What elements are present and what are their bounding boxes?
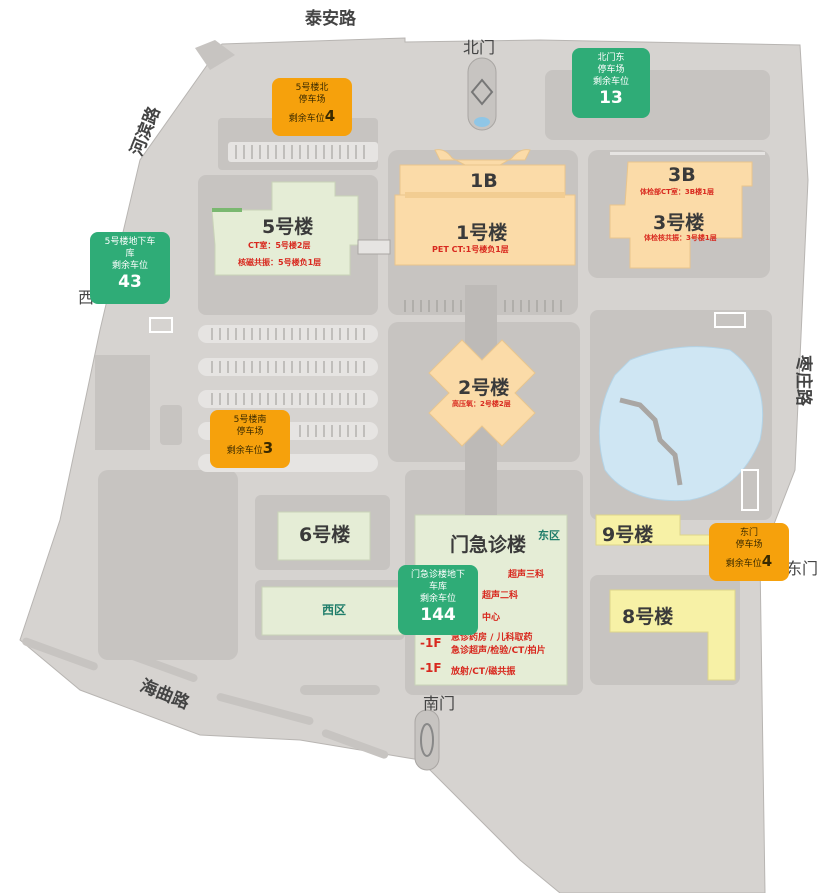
parking-card-title: 东门 xyxy=(739,528,758,538)
parking-remain-label: 剩余车位 xyxy=(419,594,456,604)
b5-note-mri: 核磁共振：5号楼负1层 xyxy=(238,258,322,267)
parking-count: 13 xyxy=(599,88,623,108)
b3-shape xyxy=(609,161,753,269)
parking-card-title: 5号楼地下车 xyxy=(104,237,156,247)
north-gate-oval xyxy=(467,57,497,131)
floor-label-5: -1F xyxy=(420,636,442,650)
gate-south: 南门 xyxy=(423,694,456,713)
parking-card-emergency[interactable]: 门急诊楼地下 车库 剩余车位 144 xyxy=(398,565,478,635)
parking-card-south5[interactable]: 5号楼南 停车场 剩余车位3 xyxy=(210,410,290,468)
parking-remain-label: 剩余车位 xyxy=(288,114,325,124)
floor-label-6: -1F xyxy=(420,661,442,675)
floor-item-5: 急诊超声/检验/CT/拍片 xyxy=(451,646,546,656)
gate-east: 东门 xyxy=(786,559,819,578)
b1-shape xyxy=(394,194,576,266)
b6-name: 6号楼 xyxy=(299,524,351,546)
parking-card-underground5[interactable]: 5号楼地下车 库 剩余车位 43 xyxy=(90,232,170,304)
b1-name: 1号楼 xyxy=(456,222,508,244)
parking-card-subtitle: 停车场 xyxy=(298,95,326,105)
b5-bridge xyxy=(357,239,391,255)
parking-remain-label: 剩余车位 xyxy=(725,559,762,569)
b1b-name: 1B xyxy=(470,170,498,192)
south-gate-oval xyxy=(414,709,440,771)
b9-name: 9号楼 xyxy=(602,524,654,546)
parking-count: 3 xyxy=(262,439,274,457)
b3b-name: 3B xyxy=(668,164,696,186)
b3-name: 3号楼 xyxy=(653,212,705,234)
parking-card-northeast[interactable]: 北门东 停车场 剩余车位 13 xyxy=(572,48,650,118)
parking-remain-label: 剩余车位 xyxy=(226,446,263,456)
parking-card-subtitle: 停车场 xyxy=(735,540,763,550)
b5-note-ct: CT室：5号楼2层 xyxy=(248,241,311,250)
b5-shape xyxy=(211,181,359,276)
parking-card-north5[interactable]: 5号楼北 停车场 剩余车位4 xyxy=(272,78,352,136)
parking-count: 43 xyxy=(118,272,142,292)
parking-card-title: 门急诊楼地下 xyxy=(410,570,465,580)
west-zone-shape xyxy=(261,586,403,636)
road-north: 泰安路 xyxy=(305,9,356,29)
block-west-small xyxy=(95,355,150,450)
b2-note: 高压氧：2号楼2层 xyxy=(452,400,511,408)
b2-shape xyxy=(428,339,536,447)
b3b-note: 体检部CT室：3B楼1层 xyxy=(640,188,714,196)
b8-name: 8号楼 xyxy=(622,606,674,628)
road-east: 枣庄路 xyxy=(793,355,813,406)
parking-card-title: 5号楼南 xyxy=(233,415,267,425)
block-southwest xyxy=(98,470,238,660)
parking-card-title: 北门东 xyxy=(597,53,625,63)
b3-note: 体检核共振：3号楼1层 xyxy=(644,234,717,242)
b6-shape xyxy=(277,511,371,561)
floor-item-6: 放射/CT/磁共振 xyxy=(451,667,516,677)
parking-card-subtitle: 停车场 xyxy=(597,65,625,75)
emergency-name: 门急诊楼 xyxy=(450,534,527,556)
parking-count: 4 xyxy=(761,552,773,570)
b1-note: PET CT:1号楼负1层 xyxy=(432,245,509,254)
parking-card-east[interactable]: 东门 停车场 剩余车位4 xyxy=(709,523,789,581)
block-west-post xyxy=(160,405,182,445)
floor-item-3: 中心 xyxy=(482,613,501,623)
parking-card-subtitle: 库 xyxy=(125,249,135,259)
north-gate-marker xyxy=(470,78,494,106)
parking-card-title: 5号楼北 xyxy=(295,83,329,93)
floor-item-2: 超声二科 xyxy=(482,591,519,601)
parking-card-subtitle: 停车场 xyxy=(236,427,264,437)
parking-remain-label: 剩余车位 xyxy=(592,77,629,87)
emergency-west-zone: 西区 xyxy=(322,603,347,617)
parking-ticks xyxy=(211,145,562,437)
b2-name: 2号楼 xyxy=(458,377,510,399)
parking-count: 144 xyxy=(420,605,456,625)
south-stripes xyxy=(22,637,389,759)
floor-item-4: 急诊药房 / 儿科取药 xyxy=(451,633,533,643)
b5-name: 5号楼 xyxy=(262,216,314,238)
emergency-east-zone: 东区 xyxy=(538,529,560,542)
north-strip xyxy=(195,40,235,70)
floor-item-1: 超声三科 xyxy=(508,570,545,580)
b8-shape xyxy=(609,589,736,681)
gate-north: 北门 xyxy=(463,38,496,57)
lake xyxy=(598,346,764,502)
b1b-crown xyxy=(434,149,531,166)
parking-remain-label: 剩余车位 xyxy=(111,261,148,271)
parking-card-subtitle: 车库 xyxy=(428,582,447,592)
parking-count: 4 xyxy=(324,107,336,125)
